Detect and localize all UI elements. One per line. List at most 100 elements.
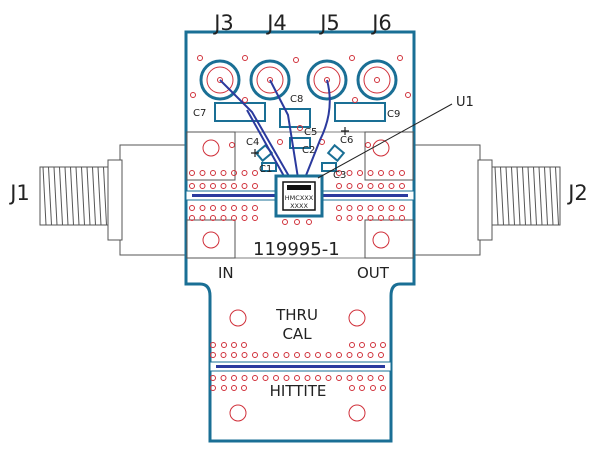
via xyxy=(336,205,342,211)
via xyxy=(210,342,216,348)
label-hittite: HITTITE xyxy=(270,382,327,400)
j1-flange xyxy=(107,159,123,241)
label-j2: J2 xyxy=(566,181,588,205)
via xyxy=(282,219,288,225)
via xyxy=(190,92,196,98)
via xyxy=(220,205,227,211)
c5-pad xyxy=(289,137,311,149)
via xyxy=(380,385,386,391)
via xyxy=(357,183,363,189)
thread-line xyxy=(511,166,515,226)
thread-line xyxy=(500,166,504,226)
via xyxy=(229,142,235,148)
j2-thread xyxy=(491,166,561,226)
via xyxy=(241,352,248,358)
via xyxy=(348,309,366,327)
via xyxy=(231,352,237,358)
label-j1: J1 xyxy=(8,181,30,205)
mount-pad xyxy=(364,131,414,181)
via xyxy=(367,352,374,358)
via xyxy=(229,309,247,327)
thread-line xyxy=(516,166,521,226)
bias-traces xyxy=(219,79,331,179)
via xyxy=(252,205,258,211)
via xyxy=(336,352,342,358)
via xyxy=(189,205,195,211)
mount-pad xyxy=(364,219,414,259)
connector-ring xyxy=(313,66,341,94)
via xyxy=(357,205,363,211)
via xyxy=(367,205,374,211)
label-out: OUT xyxy=(357,264,390,282)
via xyxy=(336,183,342,189)
via xyxy=(349,55,355,61)
connector-ring xyxy=(363,66,391,94)
via xyxy=(357,215,363,221)
via xyxy=(357,375,363,381)
via xyxy=(241,342,247,348)
label-j5: J5 xyxy=(318,11,340,35)
via xyxy=(229,404,247,422)
via xyxy=(220,183,227,189)
via xyxy=(359,385,365,391)
via xyxy=(199,215,206,221)
via xyxy=(241,215,248,221)
c9-pad xyxy=(334,102,386,122)
label-c2: C2 xyxy=(302,145,315,156)
via xyxy=(210,352,216,358)
via xyxy=(372,231,390,249)
via xyxy=(197,55,203,61)
via xyxy=(189,215,195,221)
via xyxy=(252,170,258,176)
j2-body xyxy=(413,144,481,256)
connector-pin xyxy=(217,77,223,83)
via xyxy=(242,55,248,61)
via xyxy=(336,170,342,176)
via xyxy=(378,215,384,221)
c7-pad xyxy=(214,102,266,122)
via xyxy=(365,142,371,148)
bias-trace xyxy=(304,79,331,179)
via xyxy=(220,170,227,176)
label-c5: C5 xyxy=(304,127,317,138)
via xyxy=(202,139,220,157)
via xyxy=(283,375,290,381)
thread-line xyxy=(549,166,554,226)
label-j4: J4 xyxy=(265,11,287,35)
via xyxy=(315,375,321,381)
via xyxy=(231,385,237,391)
via xyxy=(210,205,216,211)
via xyxy=(210,215,216,221)
via xyxy=(242,97,248,103)
via xyxy=(210,375,216,381)
via xyxy=(221,342,227,348)
label-cal: CAL xyxy=(282,325,312,343)
board-outline xyxy=(184,30,416,443)
j1-thread xyxy=(39,166,109,226)
via xyxy=(252,352,258,358)
via xyxy=(210,170,216,176)
labels: J3 J4 J5 J6 J1 J2 C7 C8 C9 C4 C5 C6 C2 C… xyxy=(8,11,588,400)
via xyxy=(378,205,384,211)
via xyxy=(189,170,195,176)
sma-connectors xyxy=(39,144,561,256)
via xyxy=(397,55,403,61)
via xyxy=(231,205,237,211)
thread-line xyxy=(92,166,96,226)
via xyxy=(349,342,355,348)
via xyxy=(210,183,216,189)
thread-line xyxy=(64,166,69,226)
via xyxy=(336,375,342,381)
thread-line xyxy=(522,166,526,226)
mount-pad xyxy=(186,131,236,181)
via xyxy=(199,205,206,211)
via xyxy=(367,170,374,176)
thread-line xyxy=(555,166,559,226)
via xyxy=(221,385,227,391)
thread-line xyxy=(505,166,510,226)
via xyxy=(199,183,206,189)
via xyxy=(202,231,220,249)
via xyxy=(231,375,237,381)
via xyxy=(262,375,269,381)
thread-line xyxy=(53,166,58,226)
